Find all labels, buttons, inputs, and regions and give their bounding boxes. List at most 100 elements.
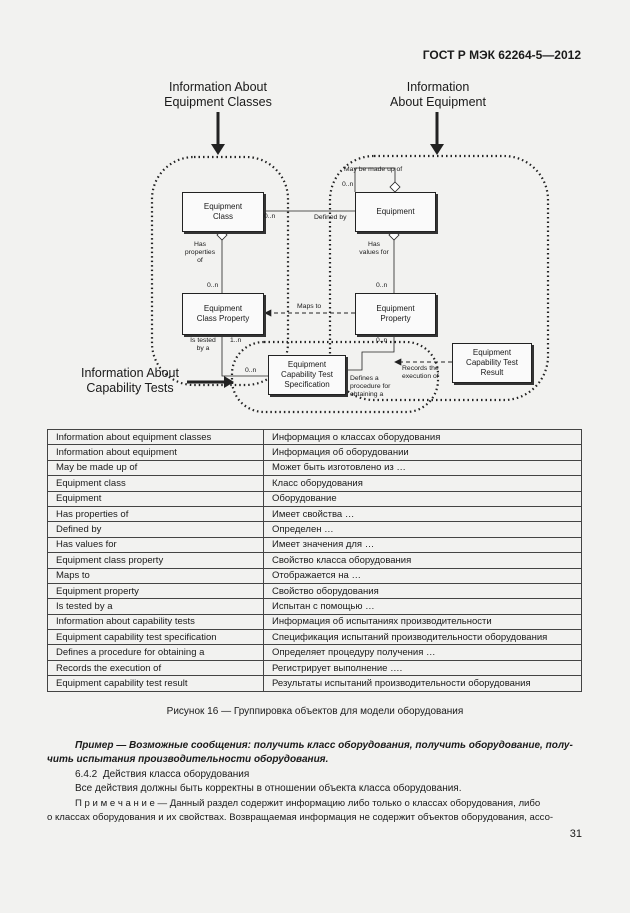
label-may-be-made-up-of: May be made up of: [344, 166, 403, 173]
relation-made-up-of: [354, 167, 396, 192]
term-english: Equipment property: [47, 582, 264, 600]
term-russian: Определяет процедуру получения …: [263, 644, 582, 661]
term-russian: Определен …: [263, 521, 582, 538]
box-label: Equipment: [472, 348, 512, 357]
box-label: Equipment: [376, 304, 415, 313]
term-russian: Информация об испытаниях производительно…: [263, 613, 582, 631]
label-has-values-for: Has values for: [356, 241, 392, 257]
figure-caption: Рисунок 16 — Группировка объектов для мо…: [166, 706, 464, 717]
label-multiplicity: 0..n: [342, 181, 354, 188]
term-russian: Информация о классах оборудования: [263, 428, 582, 446]
label-line: obtaining a: [350, 391, 384, 398]
box-label: Equipment: [376, 207, 415, 216]
label-line: properties: [184, 249, 216, 256]
term-english: Equipment capability test result: [47, 675, 264, 692]
term-russian: Информация об оборудовании: [263, 444, 582, 461]
term-russian: Свойство класса оборудования: [263, 552, 582, 569]
label-line: Has: [193, 241, 207, 248]
relation-defines-procedure: [345, 335, 395, 371]
term-russian: Отображается на …: [263, 567, 582, 584]
term-english: Information about equipment: [47, 444, 264, 461]
label-is-tested-by-a: Is tested by a: [186, 337, 220, 353]
group-title-line: Information: [406, 80, 470, 94]
box-label: Capability Test: [281, 370, 333, 379]
term-russian: Свойство оборудования: [263, 582, 582, 600]
group-boundary-classes: [150, 155, 290, 387]
term-russian: Результаты испытаний производительности …: [263, 675, 582, 692]
label-multiplicity: 0..n: [207, 282, 219, 289]
relation-is-tested-by: [221, 335, 268, 377]
example-line: Пример — Возможные сообщения: получить к…: [75, 740, 573, 751]
label-line: Defines a: [350, 375, 379, 382]
label-line: procedure for: [350, 383, 391, 390]
term-russian: Испытан с помощью …: [263, 598, 582, 615]
term-english: Information about capability tests: [47, 613, 264, 631]
section-heading: 6.4.2 Действия класса оборудования: [75, 768, 583, 782]
group-title-line: Capability Tests: [86, 381, 174, 395]
label-multiplicity: 0..n: [245, 367, 257, 374]
group-title-equipment-classes: Information About Equipment Classes: [158, 80, 278, 110]
box-label: Class Property: [196, 314, 250, 323]
term-russian: Оборудование: [263, 490, 582, 507]
term-russian: Регистрирует выполнение ….: [263, 659, 582, 677]
note-continued: о классах оборудования и их свойствах. В…: [47, 812, 554, 823]
label-line: Is tested: [190, 337, 216, 344]
term-english: Has properties of: [47, 505, 264, 523]
label-multiplicity: 0..n: [264, 213, 276, 220]
group-arrow-equipment: [430, 112, 444, 155]
term-russian: Имеет свойства …: [263, 505, 582, 523]
term-english: Has values for: [47, 536, 264, 554]
page-number: 31: [569, 828, 582, 840]
label-records-execution: Records the execution of: [402, 365, 439, 381]
box-label: Equipment: [287, 360, 327, 369]
group-title-equipment: Information About Equipment: [378, 80, 498, 110]
term-russian: Может быть изготовлено из …: [263, 459, 582, 477]
term-english: Equipment class property: [47, 552, 264, 569]
term-english: Records the execution of: [47, 659, 264, 677]
term-english: Defined by: [47, 521, 264, 538]
example-text: Пример — Возможные сообщения: получить к…: [75, 739, 583, 753]
term-english: Equipment capability test specification: [47, 629, 264, 646]
term-english: Information about equipment classes: [47, 428, 264, 446]
note: П р и м е ч а н и е — Данный раздел соде…: [47, 797, 583, 811]
group-title-capability-tests: Information About Capability Tests: [70, 366, 190, 396]
term-russian: Класс оборудования: [263, 475, 582, 492]
body-paragraph: Все действия должны быть корректны в отн…: [75, 783, 462, 794]
term-english: Equipment class: [47, 475, 264, 492]
example-text-continued: чить испытания производительности оборуд…: [47, 754, 329, 765]
equipment-model-diagram: [150, 112, 550, 414]
label-line: Records the: [402, 365, 439, 372]
section-number: 6.4.2: [75, 769, 98, 780]
section-title: Действия класса оборудования: [102, 769, 250, 780]
term-english: Is tested by a: [47, 598, 264, 615]
group-title-line: Information About: [81, 366, 179, 380]
box-equipment: Equipment: [355, 192, 436, 232]
label-multiplicity: 0..n: [376, 337, 388, 344]
label-defined-by: Defined by: [314, 214, 347, 221]
box-label: Class: [212, 212, 233, 221]
label-line: values for: [359, 249, 389, 256]
term-english: May be made up of: [47, 459, 264, 477]
note-label: П р и м е ч а н и е: [75, 798, 155, 809]
label-defines-procedure: Defines a procedure for obtaining a: [350, 375, 390, 399]
